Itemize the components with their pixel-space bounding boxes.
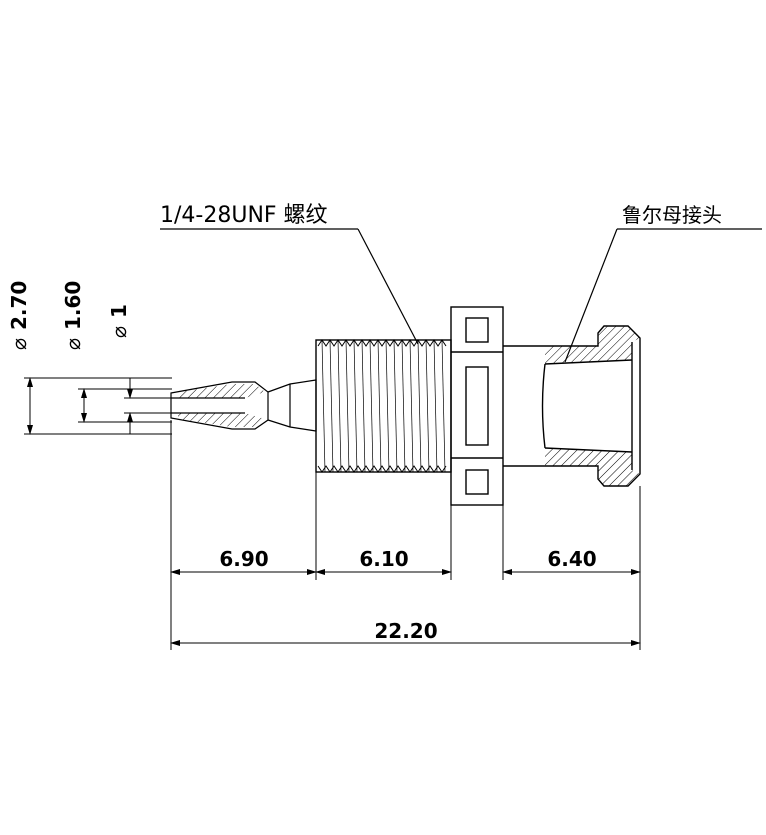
diameter-270: ⌀ 2.70 [7,281,31,350]
thread-line [361,339,366,473]
dimension-tip-length: 6.90 [219,547,268,571]
thread-line [441,339,446,473]
thread-label: 1/4-28UNF 螺纹 [160,203,328,228]
thread-line [409,339,414,473]
thread-line [425,339,430,473]
diameter-value: 1 [107,304,131,318]
dimension-thread-length: 6.10 [359,547,408,571]
hex-flange [450,306,504,506]
thread-line [417,339,422,473]
diameter-160: ⌀ 1.60 [61,281,85,350]
diameter-value: 1.60 [61,281,85,330]
diameter-symbol: ⌀ [107,326,131,338]
diameter-value: 2.70 [7,281,31,330]
luer-leader [564,228,762,363]
diameter-symbol: ⌀ [61,338,85,350]
thread-line [321,339,326,473]
thread-leader [160,228,419,345]
thread-crest [317,465,447,473]
threaded-section [315,339,452,473]
length-dimension-lines [170,420,641,650]
luer-label: 鲁尔母接头 [622,203,722,227]
nozzle-tip [170,379,317,432]
dimension-luer-length: 6.40 [547,547,596,571]
thread-line [353,339,358,473]
diameter-symbol: ⌀ [7,338,31,350]
thread-line [385,339,390,473]
diameter-dimension-lines [24,377,172,435]
luer-female-connector [503,325,641,487]
diameter-1: ⌀ 1 [107,304,131,338]
thread-line [377,339,382,473]
thread-line [401,339,406,473]
thread-line [345,339,350,473]
thread-line [337,339,342,473]
thread-line [329,339,334,473]
dimension-total-length: 22.20 [374,619,437,643]
thread-crest [317,339,447,347]
thread-line [433,339,438,473]
thread-line [369,339,374,473]
thread-line [393,339,398,473]
